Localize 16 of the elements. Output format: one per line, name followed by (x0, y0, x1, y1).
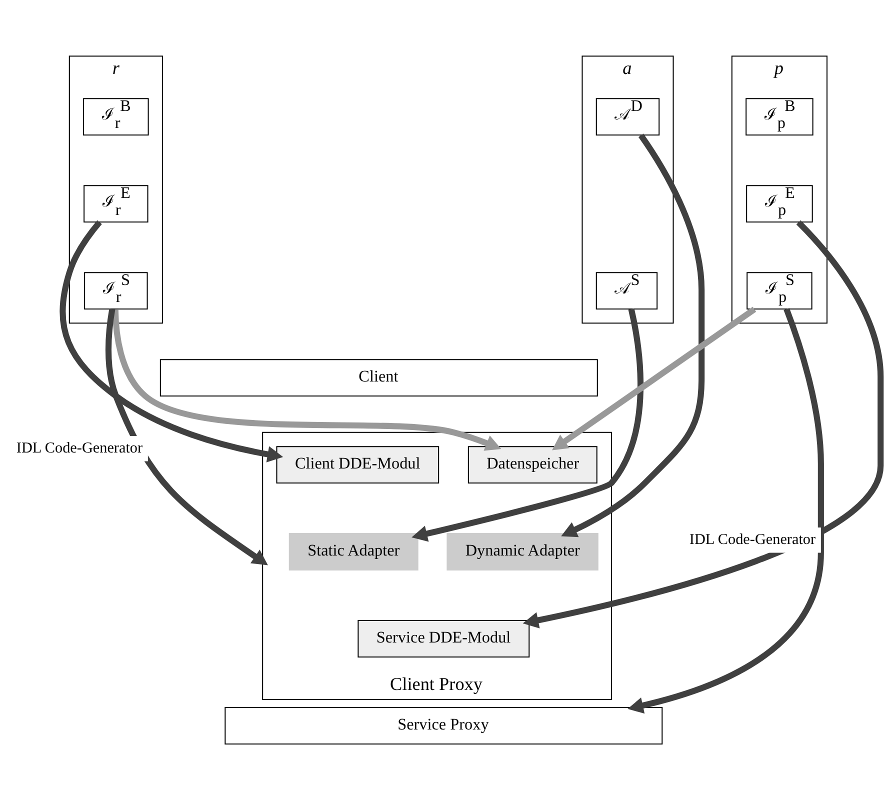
edge-label: IDL Code-Generator (689, 531, 816, 548)
node-box: Static Adapter (288, 533, 418, 570)
node-box: Client DDE-Modul (276, 446, 440, 484)
node-box: Dynamic Adapter (446, 533, 598, 570)
node-box: Service DDE-Modul (358, 620, 530, 658)
arrow (105, 308, 268, 566)
arrow (552, 306, 756, 450)
arrow (112, 309, 502, 451)
node-box: Client (160, 359, 598, 396)
arrow (412, 308, 644, 542)
arrow (60, 220, 284, 462)
edge-label: IDL Code-Generator (16, 440, 143, 457)
arrow (522, 220, 884, 628)
node-box: Datenspeicher (468, 446, 598, 484)
arrow (561, 134, 705, 538)
node-box: Service Proxy (224, 707, 663, 744)
